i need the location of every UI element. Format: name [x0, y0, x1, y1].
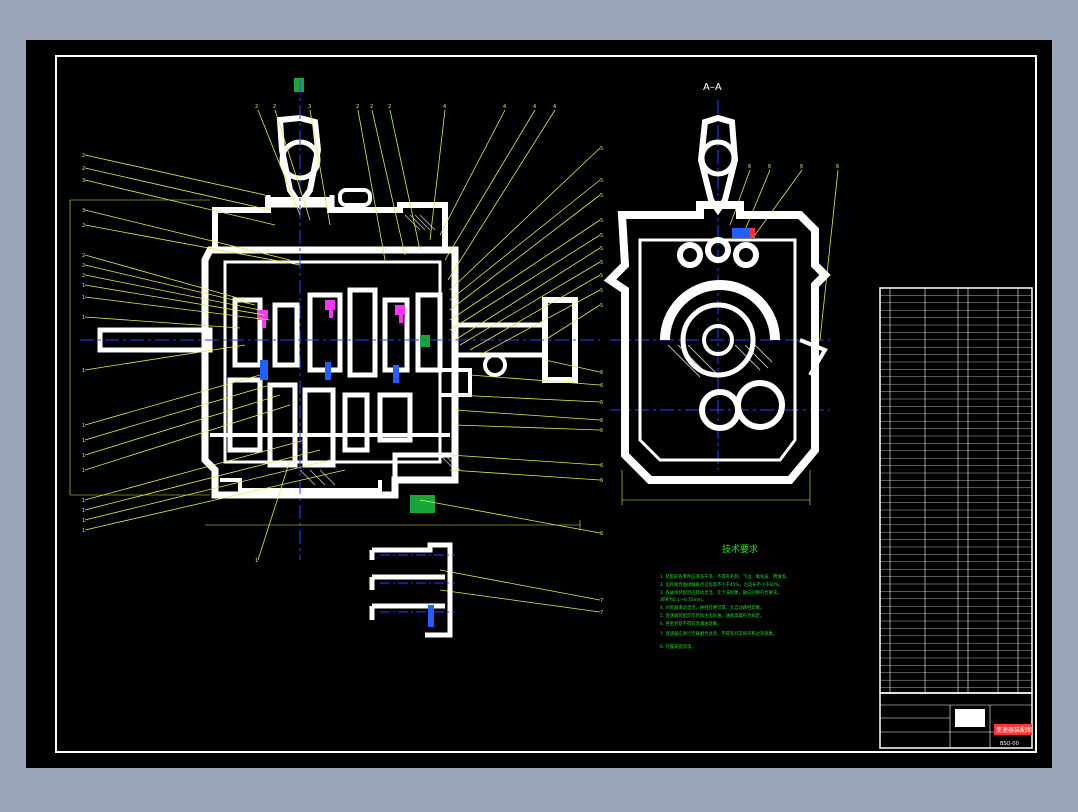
svg-text:5: 5: [600, 233, 603, 239]
blue-marker: [732, 228, 750, 238]
svg-text:6: 6: [600, 463, 603, 469]
section-hatching: [299, 214, 461, 486]
title-block-name: 变速器装配图: [996, 726, 1032, 734]
svg-text:5: 5: [600, 193, 603, 199]
svg-text:1: 1: [255, 558, 258, 564]
svg-text:5: 5: [600, 303, 603, 309]
svg-text:5: 5: [600, 146, 603, 152]
drawing-number: BSQ-00: [1000, 741, 1019, 747]
tech-note: 6. 各密封处不得有渗漏油现象。: [660, 620, 721, 627]
svg-text:6: 6: [768, 164, 771, 170]
svg-text:4: 4: [533, 104, 536, 110]
svg-text:2: 2: [255, 104, 258, 110]
balloon-labels: 2 2 3 3 2 2 2 2 1 1 1 1 1 1 1 1 1 1 1 1 2 2 3 2 2 2 4 4 4 4…: [82, 104, 839, 616]
svg-text:3: 3: [82, 178, 85, 184]
svg-text:2: 2: [82, 153, 85, 159]
tech-note: 间隙为0.1～0.15mm。: [660, 596, 706, 603]
green-marker: [294, 78, 304, 92]
red-marker: [750, 228, 755, 238]
svg-text:2: 2: [82, 253, 85, 259]
svg-text:6: 6: [600, 418, 603, 424]
svg-text:6: 6: [600, 383, 603, 389]
tech-requirements-notes: 1. 装配前各零件应清洗干净，不得有毛刺、飞边、氧化皮、锈蚀等。 2. 齿轮啮合…: [660, 573, 790, 650]
tech-note: 4. 同步器滑动灵活，换挡轻便可靠，无自动跳挡现象。: [660, 604, 764, 611]
svg-text:2: 2: [273, 104, 276, 110]
svg-text:2: 2: [356, 104, 359, 110]
parts-list-table: [879, 287, 1033, 694]
svg-text:1: 1: [82, 368, 85, 374]
svg-text:1: 1: [82, 315, 85, 321]
tech-note: 3. 各轴承装配后应转动灵活，无卡滞现象，轴向间隙符合要求。: [660, 589, 781, 596]
svg-text:6: 6: [600, 428, 603, 434]
svg-text:3: 3: [82, 208, 85, 214]
tech-note: 8. 外露表面涂漆。: [660, 643, 696, 650]
svg-text:2: 2: [82, 263, 85, 269]
svg-text:7: 7: [600, 598, 603, 604]
tech-note: 7. 变速器应进行空载磨合试验，不得有异常响声和过热现象。: [660, 630, 777, 637]
svg-text:1: 1: [82, 295, 85, 301]
svg-text:2: 2: [388, 104, 391, 110]
svg-text:1: 1: [82, 508, 85, 514]
svg-text:2: 2: [82, 273, 85, 279]
dimension-lines: [69, 199, 811, 530]
svg-text:6: 6: [600, 531, 603, 537]
outer-border: [55, 55, 1037, 753]
green-marker: [410, 495, 435, 513]
blue-marker: [428, 605, 434, 627]
svg-text:1: 1: [82, 518, 85, 524]
svg-text:5: 5: [600, 178, 603, 184]
section-label: A–A: [703, 82, 722, 93]
svg-text:7: 7: [600, 610, 603, 616]
tech-note: 2. 齿轮啮合面接触斑点沿齿高不小于45%，沿齿长不小于60%。: [660, 581, 783, 588]
svg-text:5: 5: [600, 273, 603, 279]
tech-note: 5. 变速器装配完毕后加注齿轮油，油面高度符合规定。: [660, 612, 764, 619]
svg-text:1: 1: [82, 528, 85, 534]
svg-text:4: 4: [553, 104, 556, 110]
svg-text:5: 5: [600, 260, 603, 266]
svg-text:4: 4: [503, 104, 506, 110]
tech-note: 1. 装配前各零件应清洗干净，不得有毛刺、飞边、氧化皮、锈蚀等。: [660, 573, 790, 580]
svg-text:1: 1: [82, 498, 85, 504]
leader-lines: [84, 109, 839, 613]
svg-text:6: 6: [600, 370, 603, 376]
svg-text:5: 5: [600, 218, 603, 224]
svg-text:2: 2: [82, 166, 85, 172]
drawing-sheet: [26, 40, 1052, 768]
section-a-a-view: [603, 114, 831, 484]
blue-bearing-marks: [260, 360, 399, 383]
shift-fork-centerlines: [380, 554, 455, 613]
svg-text:5: 5: [600, 246, 603, 252]
section-a-a-hatching: [667, 344, 773, 378]
svg-text:1: 1: [82, 468, 85, 474]
svg-text:6: 6: [800, 164, 803, 170]
tech-requirements-title: 技术要求: [722, 543, 758, 555]
svg-text:6: 6: [836, 164, 839, 170]
svg-text:1: 1: [82, 283, 85, 289]
svg-text:5: 5: [600, 288, 603, 294]
svg-text:6: 6: [748, 164, 751, 170]
title-block: [879, 692, 1033, 749]
svg-text:4: 4: [443, 104, 446, 110]
svg-text:1: 1: [82, 438, 85, 444]
svg-text:6: 6: [600, 400, 603, 406]
svg-text:3: 3: [308, 104, 311, 110]
svg-text:1: 1: [82, 453, 85, 459]
green-marker: [420, 335, 430, 347]
main-section-view: [97, 114, 578, 499]
svg-text:1: 1: [82, 423, 85, 429]
svg-text:6: 6: [600, 478, 603, 484]
svg-text:2: 2: [370, 104, 373, 110]
svg-text:2: 2: [82, 223, 85, 229]
